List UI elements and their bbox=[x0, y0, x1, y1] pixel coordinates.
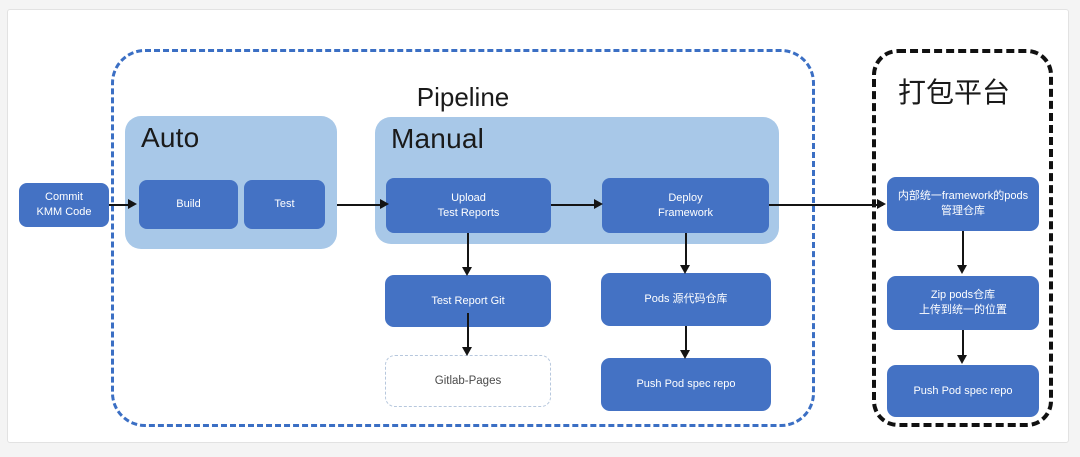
connector-manual-to-platform bbox=[769, 204, 883, 206]
connector-pods-source-to-push-pod-spec bbox=[685, 326, 687, 354]
node-test-report-git-label: Test Report Git bbox=[431, 294, 505, 307]
node-internal-framework-pods-repo[interactable]: 内部统一framework的pods管理仓库 bbox=[887, 177, 1039, 231]
node-test[interactable]: Test bbox=[244, 180, 325, 229]
group-pipeline: Pipeline bbox=[111, 49, 815, 427]
arrowhead-manual-to-platform bbox=[877, 199, 886, 209]
connector-auto-to-manual bbox=[337, 204, 384, 206]
node-test-report-git[interactable]: Test Report Git bbox=[385, 275, 551, 327]
diagram-card: Pipeline 打包平台 Auto Build Test Manual Upl… bbox=[7, 9, 1069, 443]
node-commit-kmm-code-label: Commit KMM Code bbox=[36, 191, 92, 218]
arrowhead-test-report-git-to-gitlab-pages bbox=[462, 347, 472, 356]
arrowhead-upload-to-test-report-git bbox=[462, 267, 472, 276]
node-push-pod-spec-repo-right-label: Push Pod spec repo bbox=[913, 384, 1013, 397]
node-internal-framework-pods-repo-label: 内部统一framework的pods管理仓库 bbox=[897, 190, 1029, 217]
connector-upload-to-test-report-git bbox=[467, 233, 469, 271]
stage-manual-label: Manual bbox=[391, 123, 485, 154]
node-deploy-framework-label: Deploy Framework bbox=[657, 191, 713, 219]
node-pods-source-repo[interactable]: Pods 源代码仓库 bbox=[601, 273, 771, 326]
node-build-label: Build bbox=[176, 198, 201, 211]
arrowhead-auto-to-manual bbox=[380, 199, 389, 209]
group-platform-title: 打包平台 bbox=[898, 77, 1011, 108]
node-gitlab-pages-label: Gitlab-Pages bbox=[434, 375, 502, 387]
node-test-label: Test bbox=[274, 198, 295, 211]
arrowhead-commit-to-auto bbox=[128, 199, 137, 209]
node-deploy-framework[interactable]: Deploy Framework bbox=[602, 178, 769, 233]
stage-auto-label: Auto bbox=[141, 122, 200, 153]
node-gitlab-pages[interactable]: Gitlab-Pages bbox=[385, 355, 551, 407]
group-platform: 打包平台 bbox=[872, 49, 1053, 427]
node-build[interactable]: Build bbox=[139, 180, 238, 229]
arrowhead-internal-repo-to-zip-pods bbox=[957, 265, 967, 274]
connector-upload-to-deploy bbox=[551, 204, 599, 206]
node-push-pod-spec-repo-right[interactable]: Push Pod spec repo bbox=[887, 365, 1039, 417]
node-zip-pods-upload[interactable]: Zip pods仓库 上传到统一的位置 bbox=[887, 276, 1039, 330]
connector-internal-repo-to-zip-pods bbox=[962, 231, 964, 267]
connector-zip-pods-to-push-pod-spec bbox=[962, 330, 964, 358]
connector-commit-to-auto bbox=[109, 204, 129, 206]
connector-test-report-git-to-gitlab-pages bbox=[467, 313, 469, 351]
arrowhead-deploy-to-pods-source-repo bbox=[680, 265, 690, 274]
arrowhead-pods-source-to-push-pod-spec bbox=[680, 350, 690, 359]
arrowhead-upload-to-deploy bbox=[594, 199, 603, 209]
node-commit-kmm-code[interactable]: Commit KMM Code bbox=[19, 183, 109, 227]
node-pods-source-repo-label: Pods 源代码仓库 bbox=[644, 293, 728, 306]
node-push-pod-spec-repo-left-label: Push Pod spec repo bbox=[636, 378, 736, 391]
group-pipeline-title: Pipeline bbox=[416, 82, 510, 112]
arrowhead-zip-pods-to-push-pod-spec bbox=[957, 355, 967, 364]
node-push-pod-spec-repo-left[interactable]: Push Pod spec repo bbox=[601, 358, 771, 411]
node-upload-test-reports[interactable]: Upload Test Reports bbox=[386, 178, 551, 233]
node-zip-pods-upload-label: Zip pods仓库 上传到统一的位置 bbox=[919, 289, 1007, 316]
connector-deploy-to-pods-source-repo bbox=[685, 233, 687, 269]
node-upload-test-reports-label: Upload Test Reports bbox=[437, 191, 500, 219]
